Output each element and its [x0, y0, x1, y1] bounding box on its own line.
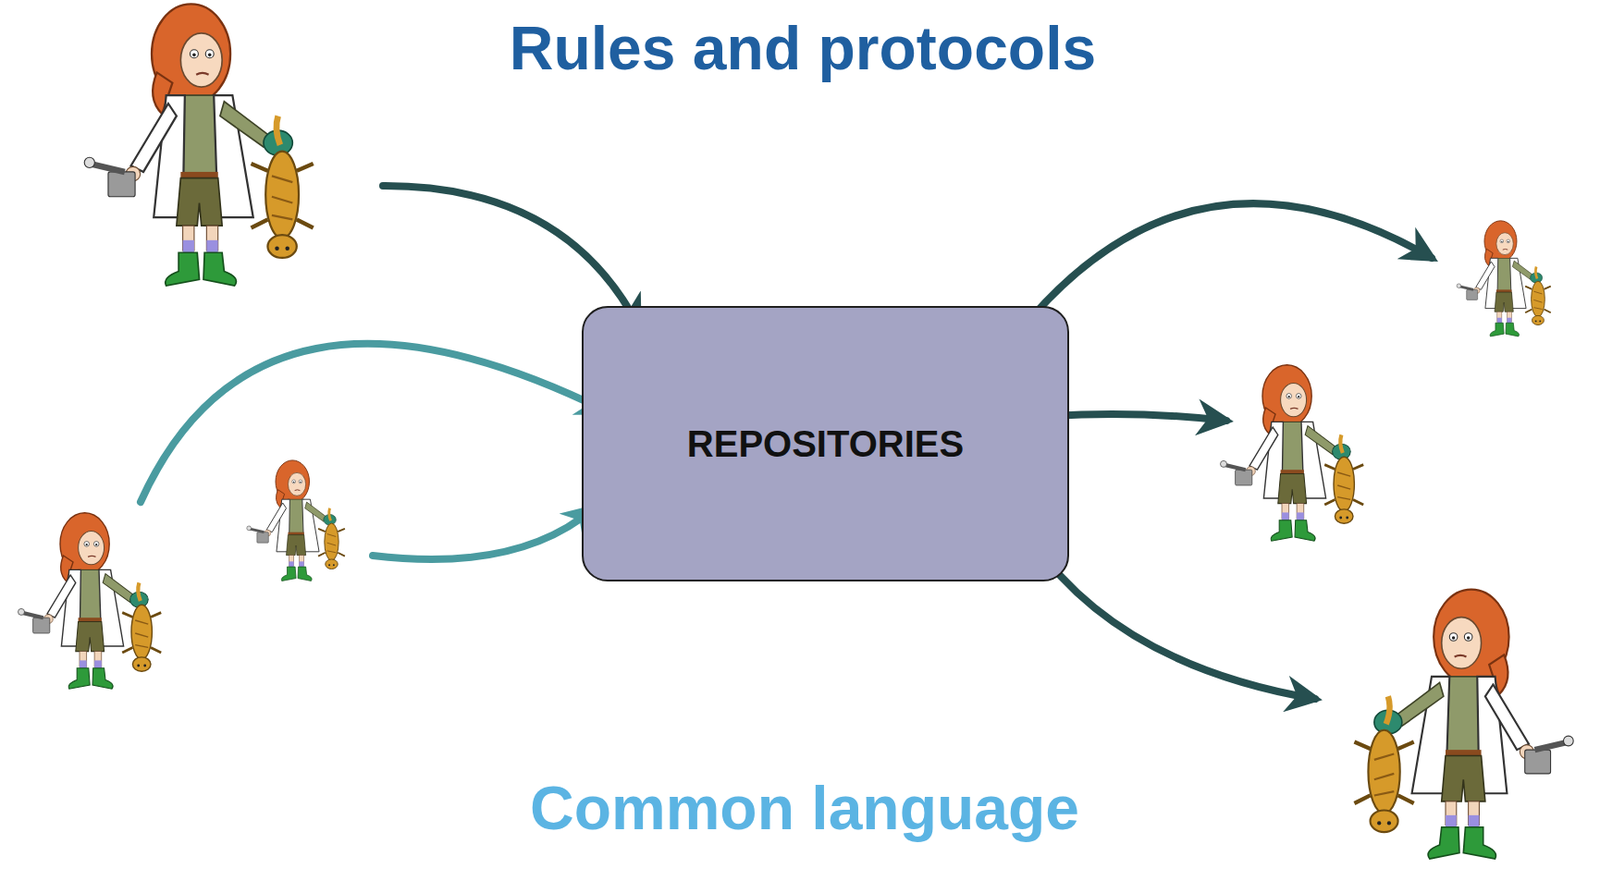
- box-label: REPOSITORIES: [668, 414, 983, 475]
- repository-box: REPOSITORIES: [581, 306, 1070, 582]
- scientist-figure: [246, 460, 345, 582]
- diagram-title: Rules and protocols: [502, 12, 1104, 84]
- inflow-arrow: [372, 508, 594, 560]
- scientist-figure: [18, 513, 162, 690]
- scientist-figure-mirrored: [1353, 590, 1574, 860]
- inflow-arrow: [382, 185, 639, 326]
- outflow-arrow: [1032, 541, 1316, 700]
- scientist-figure: [84, 3, 314, 286]
- diagram-caption: Common language: [522, 773, 1087, 844]
- outflow-arrow: [1050, 414, 1227, 421]
- scientist-figure: [1456, 221, 1551, 337]
- inflow-arrow: [140, 344, 607, 503]
- scientist-figure: [1220, 365, 1365, 542]
- outflow-arrow: [1020, 203, 1432, 332]
